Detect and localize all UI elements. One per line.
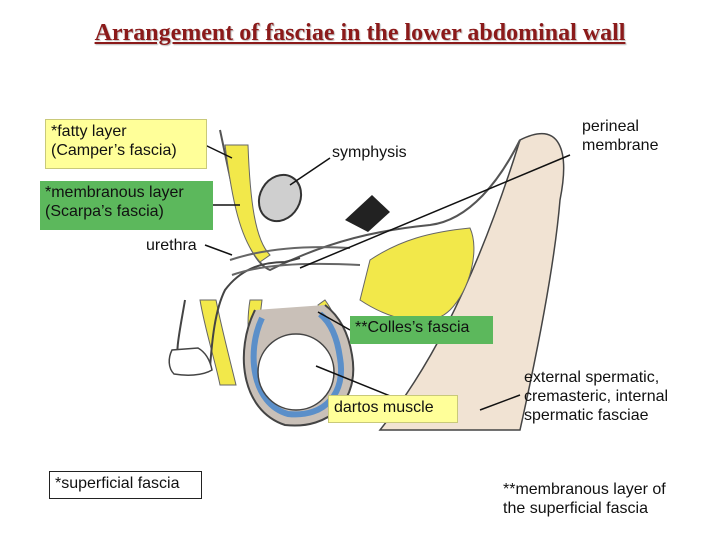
- fascia-tract-2: [231, 262, 361, 276]
- scrotum-blue-layer: [250, 311, 344, 418]
- leader-fatty: [204, 144, 233, 159]
- label-membranous-layer-line1: *membranous layer: [45, 184, 184, 201]
- leader-dartos: [315, 365, 401, 401]
- label-fatty-layer-line1: *fatty layer: [51, 123, 127, 140]
- label-spermatic-line1: external spermatic,: [524, 369, 660, 386]
- label-urethra: urethra: [146, 237, 197, 254]
- fatty-layer-penis: [199, 299, 237, 386]
- leader-urethra: [204, 244, 233, 256]
- page-title: Arrangement of fasciae in the lower abdo…: [94, 20, 626, 46]
- leader-colles: [317, 311, 351, 331]
- label-perineal-line1: perineal: [582, 118, 639, 135]
- label-superficial-fascia: *superficial fascia: [49, 471, 202, 499]
- leader-symphysis: [289, 157, 331, 186]
- label-colles-text: **Colles’s fascia: [355, 319, 470, 336]
- fatty-layer-upper: [224, 144, 271, 263]
- label-colles-fascia: **Colles’s fascia: [350, 316, 493, 344]
- perineal-membrane-shape: [345, 195, 390, 232]
- label-perineal-line2: membrane: [582, 137, 659, 154]
- label-fatty-layer: *fatty layer (Camper’s fascia): [45, 119, 207, 169]
- label-fatty-layer-line2: (Camper’s fascia): [51, 142, 177, 159]
- label-spermatic-line2: cremasteric, internal: [524, 388, 669, 405]
- glans: [168, 347, 213, 376]
- label-symphysis: symphysis: [332, 144, 407, 161]
- symphysis-bone: [257, 173, 303, 223]
- label-superficial-text: *superficial fascia: [55, 475, 180, 492]
- leader-perineal: [299, 154, 571, 269]
- label-membranous-superficial: **membranous layer of the superficial fa…: [503, 480, 666, 518]
- fascia-tract-1: [229, 246, 351, 261]
- label-membranous-superficial-line2: the superficial fascia: [503, 500, 648, 517]
- label-membranous-superficial-line1: **membranous layer of: [503, 481, 666, 498]
- testis: [257, 333, 335, 411]
- label-perineal-membrane: perineal membrane: [582, 117, 658, 155]
- label-membranous-layer: *membranous layer (Scarpa’s fascia): [40, 181, 213, 230]
- label-spermatic-line3: spermatic fasciae: [524, 407, 649, 424]
- label-dartos-text: dartos muscle: [334, 399, 434, 416]
- leader-spermatic: [479, 394, 521, 411]
- label-dartos-muscle: dartos muscle: [328, 395, 458, 423]
- label-membranous-layer-line2: (Scarpa’s fascia): [45, 203, 164, 220]
- label-spermatic-fasciae: external spermatic, cremasteric, interna…: [524, 368, 668, 425]
